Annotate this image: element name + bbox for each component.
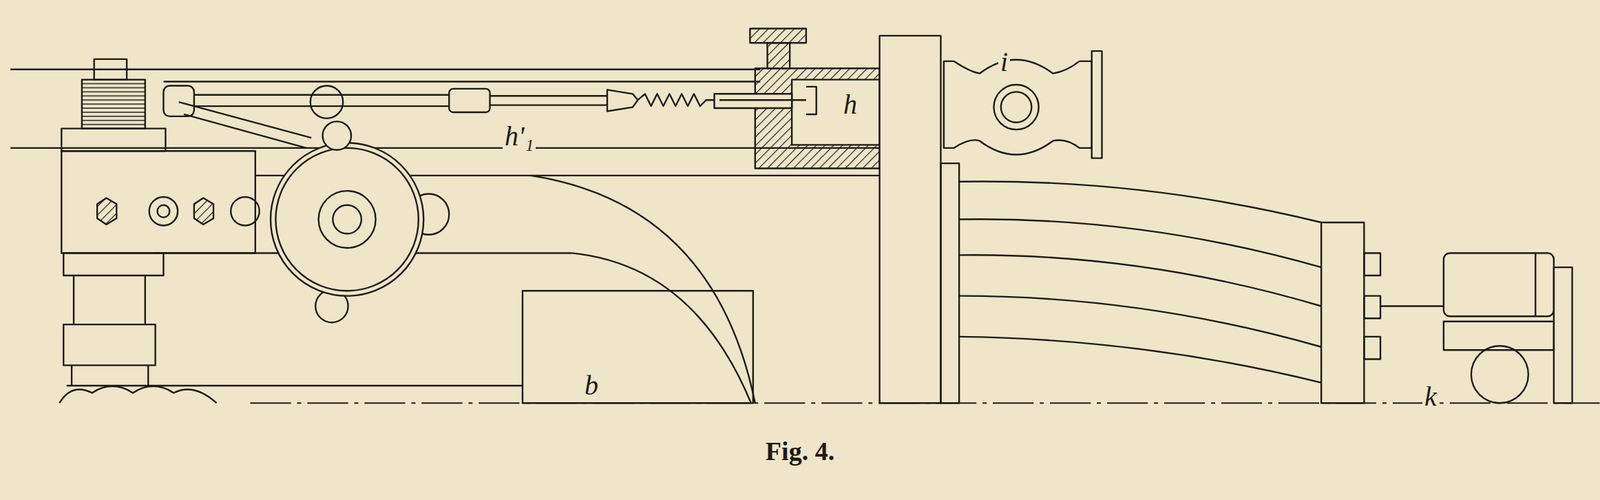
drawing-stroke xyxy=(163,80,761,82)
drawing-stroke xyxy=(1363,296,1381,319)
drawing-stroke xyxy=(1380,304,1444,307)
drawing-stroke xyxy=(637,93,720,107)
drawing-stroke xyxy=(1553,267,1573,403)
part-letter: h xyxy=(841,90,860,119)
drawing-stroke xyxy=(1363,252,1381,276)
frame-rails xyxy=(10,69,1600,403)
drawing-stroke xyxy=(1321,222,1364,403)
drawing-stroke xyxy=(522,290,754,403)
drawing-stroke xyxy=(10,147,880,149)
drawing-stroke xyxy=(1001,91,1032,122)
drawing-stroke xyxy=(230,196,259,226)
drawing-stroke xyxy=(332,205,361,234)
drawing-stroke xyxy=(879,35,942,403)
drawing-stroke xyxy=(994,84,1039,130)
drawing-stroke xyxy=(806,86,817,115)
part-letter: h'₁ xyxy=(502,122,536,151)
drawing-stroke xyxy=(61,150,256,253)
drawing-stroke xyxy=(959,181,1322,223)
drawing-stroke xyxy=(66,384,523,387)
drawing-stroke xyxy=(755,68,880,168)
drawing-stroke xyxy=(270,142,424,296)
drawing-stroke xyxy=(63,252,164,276)
drawing-stroke xyxy=(767,42,791,69)
figure-caption: Fig. 4. xyxy=(765,437,835,465)
drawing-stroke xyxy=(940,163,960,403)
drawing-stroke xyxy=(959,254,1322,306)
drawing-stroke xyxy=(1091,50,1103,159)
part-letter: b xyxy=(582,371,601,400)
drawing-stroke xyxy=(70,364,73,386)
drawing-stroke xyxy=(749,28,806,43)
drawing-stroke xyxy=(275,148,418,291)
drawing-stroke xyxy=(144,275,146,325)
drawing-stroke xyxy=(448,88,490,113)
drawing-stroke xyxy=(310,85,343,118)
drawing-stroke xyxy=(61,128,166,152)
drawing-stroke xyxy=(322,121,352,150)
part-letter: k xyxy=(1422,382,1439,411)
vertical-shaft xyxy=(59,59,259,403)
drawing-stroke xyxy=(179,101,312,149)
drawing-stroke xyxy=(10,68,761,71)
drawing-stroke xyxy=(1443,252,1554,317)
drawing-stroke xyxy=(719,99,807,101)
drawing-stroke xyxy=(1363,336,1381,360)
drawing-stroke xyxy=(59,386,217,403)
drawing-stroke xyxy=(959,218,1322,268)
valve-body xyxy=(714,28,880,168)
drawing-stroke xyxy=(490,103,608,106)
drawing-stroke xyxy=(959,296,1322,347)
drawing-stroke xyxy=(147,364,149,386)
drawing-stroke xyxy=(149,196,178,226)
drawing-stroke xyxy=(94,59,127,80)
drawing-stroke xyxy=(63,324,155,365)
drawing-stroke xyxy=(791,79,880,146)
cylinder-assembly xyxy=(879,35,1573,403)
drawing-stroke xyxy=(607,89,638,111)
drawing-stroke xyxy=(163,85,194,116)
drawing-stroke xyxy=(530,175,756,403)
drawing-stroke xyxy=(97,197,117,225)
wheel-linkage xyxy=(163,85,449,323)
drawing-stroke xyxy=(194,105,449,107)
drawing-stroke xyxy=(81,79,146,129)
drawing-stroke xyxy=(194,197,214,225)
drawing-stroke xyxy=(959,336,1322,383)
drawing-stroke xyxy=(194,94,449,96)
drawing-stroke xyxy=(1471,345,1529,403)
drawing-stroke xyxy=(72,275,75,325)
control-rod xyxy=(194,88,720,113)
drawing-stroke xyxy=(943,59,1092,155)
drawing-stroke xyxy=(157,205,171,218)
drawing-stroke xyxy=(714,93,793,109)
part-letter: i xyxy=(998,48,1010,76)
drawing-stroke xyxy=(1534,252,1536,317)
drawing-stroke xyxy=(318,190,376,248)
drawing-stroke xyxy=(490,95,608,97)
drawing-stroke xyxy=(571,252,752,403)
